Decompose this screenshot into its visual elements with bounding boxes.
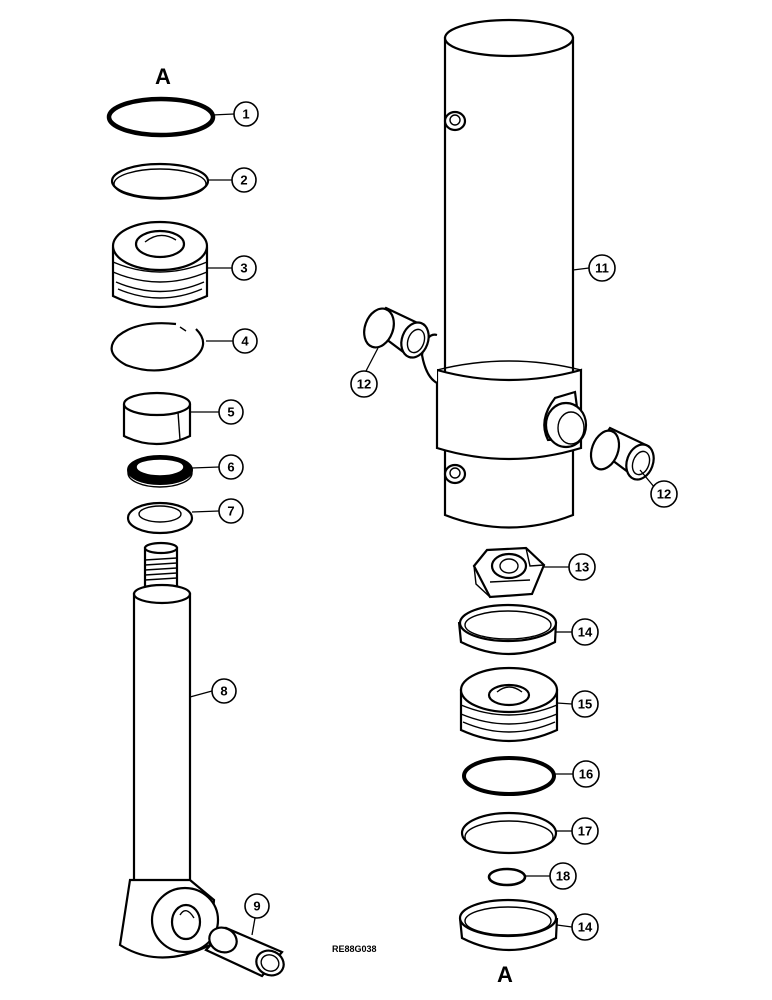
svg-text:14: 14 (578, 920, 593, 935)
svg-text:16: 16 (579, 767, 593, 782)
callout-9: 9 (244, 893, 270, 919)
svg-text:7: 7 (227, 504, 234, 519)
callout-14-upper: 14 (571, 618, 599, 646)
callout-11: 11 (588, 254, 616, 282)
part-7-washer (126, 501, 194, 535)
part-9-bushing (204, 926, 285, 978)
part-13-nut (472, 546, 546, 599)
part-18-small-o-ring (487, 867, 527, 887)
svg-text:18: 18 (556, 869, 570, 884)
part-15-piston (459, 666, 559, 743)
svg-text:5: 5 (227, 405, 234, 420)
svg-text:15: 15 (578, 697, 592, 712)
svg-text:4: 4 (241, 334, 249, 349)
part-3-gland (111, 220, 209, 309)
svg-text:13: 13 (575, 560, 589, 575)
part-1-o-ring (106, 96, 216, 138)
svg-text:9: 9 (253, 899, 260, 914)
leader-lines (189, 113, 656, 936)
part-12-bushing-right (589, 426, 655, 481)
callout-5: 5 (218, 399, 244, 425)
callout-8: 8 (211, 678, 237, 704)
callout-4: 4 (232, 328, 258, 354)
callout-13: 13 (568, 553, 596, 581)
part-14-ring-upper (457, 603, 558, 656)
callout-17: 17 (571, 817, 599, 845)
part-8-piston-rod (118, 541, 220, 959)
callout-1: 1 (233, 101, 259, 127)
svg-text:17: 17 (578, 824, 592, 839)
part-14-ring-lower (458, 898, 559, 952)
part-17-backup-ring (460, 811, 558, 855)
callout-16: 16 (572, 760, 600, 788)
section-mark-bottom: A (497, 962, 513, 987)
callout-14-lower: 14 (571, 913, 599, 941)
svg-text:14: 14 (578, 625, 593, 640)
svg-text:6: 6 (227, 460, 234, 475)
svg-text:11: 11 (595, 261, 609, 276)
part-4-snap-ring (110, 322, 205, 372)
svg-text:12: 12 (657, 487, 671, 502)
svg-text:1: 1 (242, 107, 249, 122)
callout-12-left: 12 (350, 370, 378, 398)
callout-7: 7 (218, 498, 244, 524)
callout-12-right: 12 (650, 480, 678, 508)
callout-2: 2 (231, 167, 257, 193)
part-5-bushing (122, 391, 192, 446)
part-11-cylinder-barrel (420, 18, 588, 529)
svg-text:12: 12 (357, 377, 371, 392)
callout-15: 15 (571, 690, 599, 718)
callout-18: 18 (549, 862, 577, 890)
part-16-o-ring (462, 756, 556, 796)
svg-text:3: 3 (240, 261, 247, 276)
reference-code: RE88G038 (332, 944, 377, 954)
callout-3: 3 (231, 255, 257, 281)
svg-text:8: 8 (220, 684, 227, 699)
svg-text:2: 2 (240, 173, 247, 188)
section-mark-top: A (155, 64, 171, 89)
part-6-wiper-seal (127, 455, 193, 488)
callout-6: 6 (218, 454, 244, 480)
part-2-backup-ring (110, 162, 210, 200)
part-12-bushing-left (363, 306, 430, 359)
